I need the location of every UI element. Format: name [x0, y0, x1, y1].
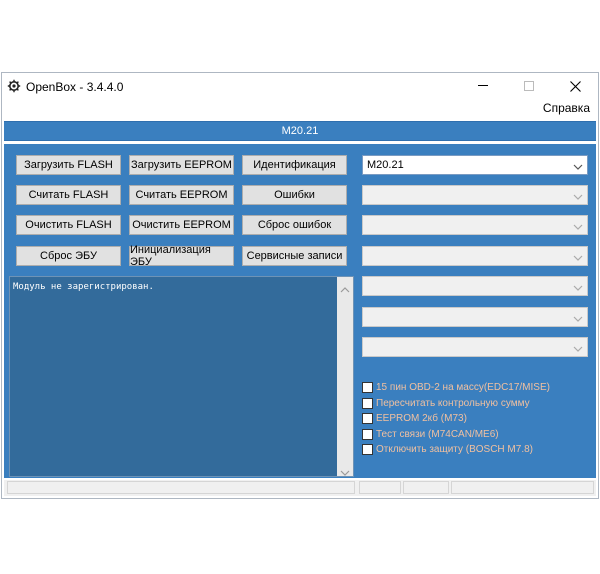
chevron-down-icon — [573, 253, 583, 261]
status-cell-2 — [403, 481, 449, 494]
checkbox-box[interactable] — [362, 443, 373, 455]
main-panel: Загрузить FLASH Считать FLASH Очистить F… — [4, 144, 596, 478]
scroll-up-arrow-icon[interactable] — [340, 281, 350, 293]
option-select-5[interactable] — [362, 307, 588, 327]
ecu-model-select-value: M20.21 — [367, 159, 404, 171]
load-eeprom-button[interactable]: Загрузить EEPROM — [129, 155, 234, 175]
checkbox-label: Отключить защиту (BOSCH M7.8) — [376, 443, 533, 455]
log-message: Модуль не зарегистрирован. — [13, 282, 154, 292]
log-scrollbar[interactable] — [337, 277, 353, 476]
ecu-model-select[interactable]: M20.21 — [362, 155, 588, 175]
minimize-button[interactable] — [460, 73, 506, 99]
checkbox-obd-ground[interactable]: 15 пин OBD-2 на массу(EDC17/MISE) — [362, 380, 550, 394]
menu-item-help[interactable]: Справка — [542, 101, 590, 115]
errors-button[interactable]: Ошибки — [242, 185, 347, 205]
checkbox-box[interactable] — [362, 412, 373, 424]
log-output[interactable]: Модуль не зарегистрирован. — [9, 276, 354, 477]
chevron-down-icon — [573, 162, 583, 170]
option-select-1[interactable] — [362, 185, 588, 205]
chevron-down-icon — [573, 192, 583, 200]
status-cell-3 — [451, 481, 594, 494]
checkbox-disable-protection[interactable]: Отключить защиту (BOSCH M7.8) — [362, 442, 533, 456]
chevron-down-icon — [573, 222, 583, 230]
app-window: OpenBox - 3.4.4.0 Справка M20.21 Загрузи… — [1, 72, 599, 499]
maximize-button[interactable] — [506, 73, 552, 99]
status-bar — [4, 480, 596, 496]
app-icon — [7, 79, 21, 93]
reset-ecu-button[interactable]: Сброс ЭБУ — [16, 246, 121, 266]
model-header-label: M20.21 — [281, 125, 319, 137]
title-bar[interactable]: OpenBox - 3.4.4.0 — [2, 73, 598, 99]
checkbox-connection-test[interactable]: Тест связи (M74CAN/ME6) — [362, 427, 499, 441]
read-eeprom-button[interactable]: Считать EEPROM — [129, 185, 234, 205]
chevron-down-icon — [573, 314, 583, 322]
status-cell-1 — [359, 481, 401, 494]
checkbox-eeprom-2kb[interactable]: EEPROM 2кб (M73) — [362, 411, 467, 425]
erase-eeprom-button[interactable]: Очистить EEPROM — [129, 215, 234, 235]
menu-bar: Справка — [2, 99, 598, 119]
checkbox-box[interactable] — [362, 428, 373, 440]
chevron-down-icon — [573, 283, 583, 291]
service-records-button[interactable]: Сервисные записи — [242, 246, 347, 266]
load-flash-button[interactable]: Загрузить FLASH — [16, 155, 121, 175]
option-select-2[interactable] — [362, 215, 588, 235]
identification-button[interactable]: Идентификация — [242, 155, 347, 175]
close-button[interactable] — [552, 73, 598, 99]
checkbox-box[interactable] — [362, 397, 373, 409]
window-title: OpenBox - 3.4.4.0 — [26, 80, 124, 94]
reset-errors-button[interactable]: Сброс ошибок — [242, 215, 347, 235]
checkbox-label: Пересчитать контрольную сумму — [376, 397, 530, 409]
option-select-4[interactable] — [362, 276, 588, 296]
checkbox-label: Тест связи (M74CAN/ME6) — [376, 428, 499, 440]
checkbox-recalc-checksum[interactable]: Пересчитать контрольную сумму — [362, 396, 530, 410]
model-header: M20.21 — [4, 121, 596, 141]
init-ecu-button[interactable]: Инициализация ЭБУ — [129, 244, 234, 268]
checkbox-label: 15 пин OBD-2 на массу(EDC17/MISE) — [376, 381, 550, 393]
scroll-down-arrow-icon[interactable] — [340, 464, 350, 476]
option-select-3[interactable] — [362, 246, 588, 266]
option-select-6[interactable] — [362, 337, 588, 357]
chevron-down-icon — [573, 344, 583, 352]
erase-flash-button[interactable]: Очистить FLASH — [16, 215, 121, 235]
checkbox-label: EEPROM 2кб (M73) — [376, 412, 467, 424]
progress-bar — [7, 481, 355, 494]
checkbox-box[interactable] — [362, 381, 373, 393]
read-flash-button[interactable]: Считать FLASH — [16, 185, 121, 205]
